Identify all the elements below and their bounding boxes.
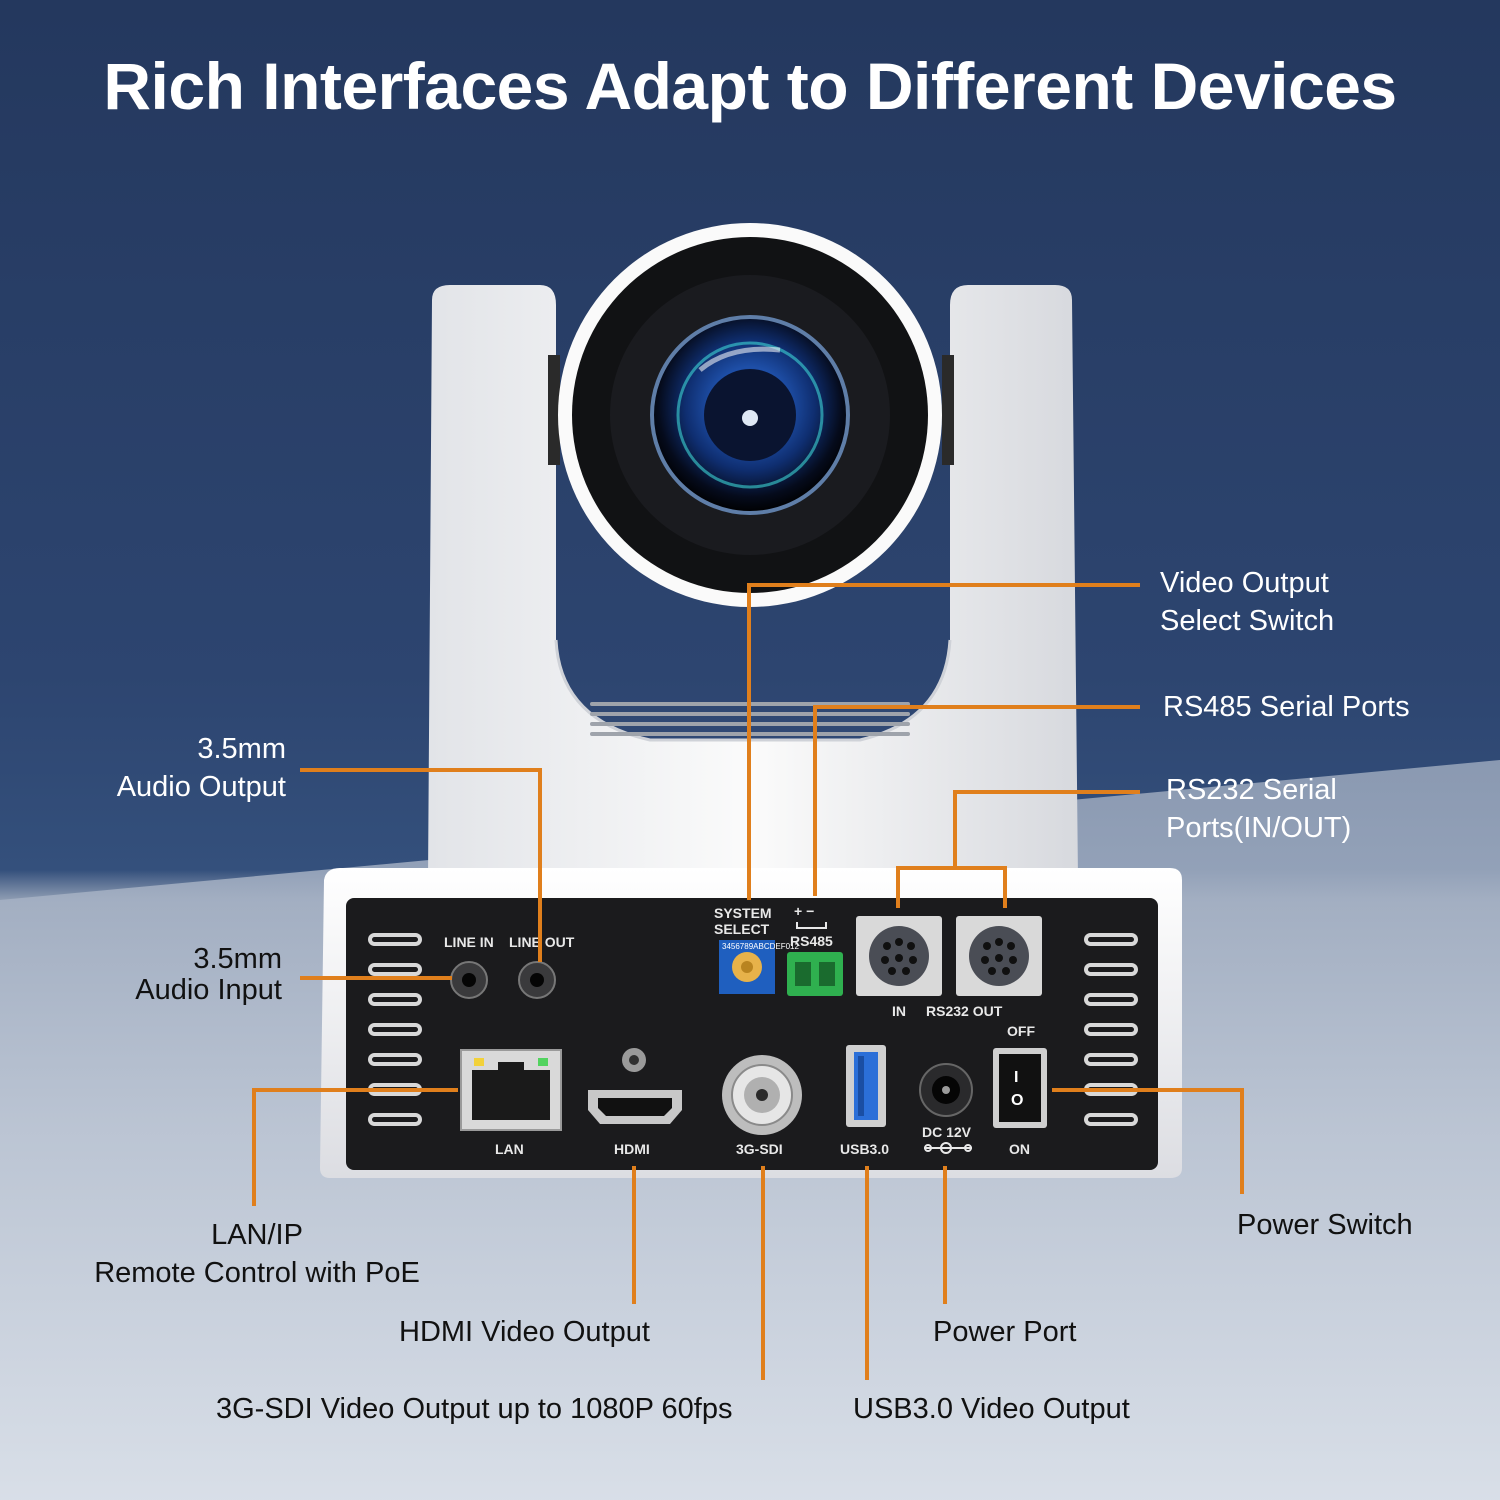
sdi-bnc-port xyxy=(722,1055,802,1135)
callout-line: Video Output xyxy=(1160,567,1329,599)
rs232-out-label: RS232 OUT xyxy=(926,1003,1003,1019)
callout-rs485: RS485 Serial Ports xyxy=(1163,691,1410,723)
dc-power-jack xyxy=(919,1063,973,1117)
lan-label: LAN xyxy=(495,1141,524,1157)
callout-line: RS232 Serial xyxy=(1166,774,1337,806)
callout-lan: LAN/IP Remote Control with PoE xyxy=(60,1216,454,1292)
rs485-polarity-label: + − xyxy=(794,903,814,919)
dc-polarity-icon xyxy=(924,1142,972,1154)
callout-line: Select Switch xyxy=(1160,605,1335,637)
callout-usb: USB3.0 Video Output xyxy=(853,1393,1130,1425)
hdmi-label: HDMI xyxy=(614,1141,650,1157)
switch-off-mark: O xyxy=(1011,1092,1023,1109)
callout-leaders xyxy=(252,583,1244,1380)
callout-line: Remote Control with PoE xyxy=(94,1257,420,1289)
camera-lens xyxy=(558,223,942,607)
rs232-in-port xyxy=(856,916,942,996)
callout-rs232: RS232 Serial Ports(IN/OUT) xyxy=(1166,771,1351,847)
power-rocker-switch: I O xyxy=(993,1048,1047,1128)
callout-line: Audio Output xyxy=(116,771,286,803)
callout-sdi: 3G-SDI Video Output up to 1080P 60fps xyxy=(216,1393,733,1425)
power-on-label: ON xyxy=(1009,1141,1030,1157)
callout-line: LAN/IP xyxy=(211,1219,303,1251)
audio-jacks xyxy=(450,961,556,999)
line-in-label: LINE IN xyxy=(444,934,494,950)
dc-label: DC 12V xyxy=(922,1124,972,1140)
callout-line: Ports(IN/OUT) xyxy=(1166,812,1352,844)
dial-digits: 3456789ABCDEF012 xyxy=(722,942,799,951)
switch-on-mark: I xyxy=(1014,1069,1018,1086)
rs232-out-port xyxy=(956,916,1042,996)
callout-hdmi: HDMI Video Output xyxy=(399,1316,650,1348)
page-title: Rich Interfaces Adapt to Different Devic… xyxy=(103,49,1397,123)
callout-video-output-select: Video Output Select Switch xyxy=(1160,564,1334,640)
usb3-label: USB3.0 xyxy=(840,1141,889,1157)
system-select-label-1: SYSTEM xyxy=(714,905,772,921)
system-select-dial: 3456789ABCDEF012 xyxy=(719,940,799,994)
callout-audio-output: 3.5mm Audio Output xyxy=(60,730,286,806)
rs232-in-label: IN xyxy=(892,1003,906,1019)
hdmi-port xyxy=(588,1048,682,1124)
system-select-label-2: SELECT xyxy=(714,921,770,937)
power-off-label: OFF xyxy=(1007,1023,1035,1039)
callout-power-switch: Power Switch xyxy=(1237,1209,1413,1241)
callout-line: 3.5mm xyxy=(197,733,286,765)
rs485-label: RS485 xyxy=(790,933,833,949)
usb3-port xyxy=(846,1045,886,1127)
rs485-terminal xyxy=(787,952,843,996)
callout-power-port: Power Port xyxy=(933,1316,1077,1348)
callout-audio-input: 3.5mm Audio Input xyxy=(60,944,282,1006)
callout-line: Audio Input xyxy=(135,974,282,1006)
sdi-label: 3G-SDI xyxy=(736,1141,783,1157)
callout-line: 3.5mm xyxy=(193,943,282,975)
lan-port xyxy=(460,1049,562,1131)
